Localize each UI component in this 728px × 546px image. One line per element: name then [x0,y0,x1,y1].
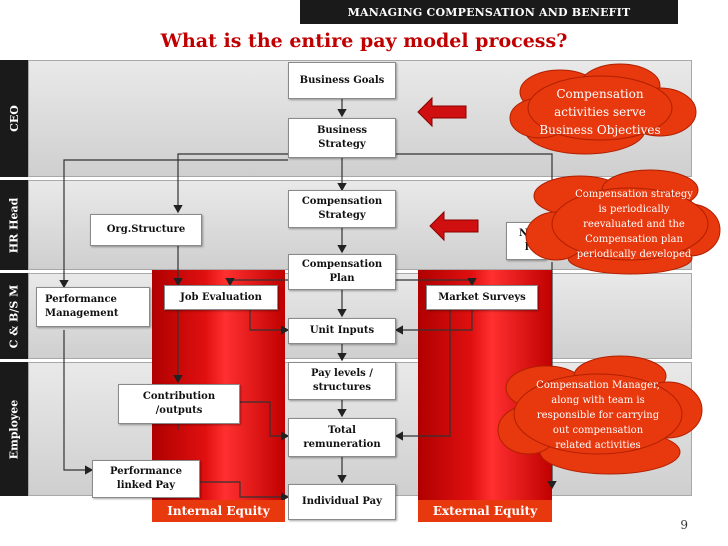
lane-label-cbsm: C & B/S M [0,273,28,359]
business-strategy-box: Business Strategy [288,118,396,158]
compensation-strategy-box: Compensation Strategy [288,190,396,228]
red-arrow-ceo [417,96,467,128]
cloud-ceo-text: Compensation activities serve Business O… [539,87,661,137]
pay-levels-box: Pay levels / structures [288,362,396,400]
performance-linked-pay-box: Performance linked Pay [92,460,200,498]
cloud-manager-shape [497,355,703,475]
arrow-jobeval-unitinputs [249,310,290,335]
job-evaluation-box: Job Evaluation [164,285,278,310]
org-structure-box: Org.Structure [90,214,202,246]
individual-pay-box: Individual Pay [288,484,396,520]
page-number: 9 [680,518,688,532]
lane-label-employee: Employee [0,362,28,496]
cloud-ceo-shape [509,63,697,155]
arrow-marketsurveys-unitinputs [394,310,473,335]
cloud-hr-text: Compensation strategy is periodically re… [575,188,693,260]
header-bar: MANAGING COMPENSATION AND BENEFIT [300,0,678,24]
arrow-plan-jobeval [225,277,288,287]
business-goals-box: Business Goals [288,62,396,99]
arrow-plan-marketsurveys [396,277,477,287]
market-surveys-box: Market Surveys [426,285,538,310]
performance-management-box: Performance Management [36,287,150,327]
arrow-strategy-orgstructure [173,153,288,214]
cloud-hr-shape [525,169,721,275]
arrow-strategy-perfmgmt [59,159,288,289]
external-equity-label: External Equity [418,500,552,522]
arrow-linkedpay-individual [200,481,290,502]
arrow-perfmgmt-linkedpay [63,330,94,475]
red-arrow-hr [429,210,479,242]
lane-label-ceo: CEO [0,60,28,177]
lane-label-hr-head: HR Head [0,180,28,270]
contribution-box: Contribution /outputs [118,384,240,424]
arrow-contribution-total [240,401,290,441]
total-remuneration-box: Total remuneration [288,418,396,457]
arrow-marketsurveys-total [394,310,451,441]
internal-equity-label: Internal Equity [152,500,285,522]
unit-inputs-box: Unit Inputs [288,318,396,344]
header-text: MANAGING COMPENSATION AND BENEFIT [347,5,631,19]
cloud-manager-text: Compensation Manager, along with team is… [536,379,660,451]
compensation-plan-box: Compensation Plan [288,254,396,290]
page-title: What is the entire pay model process? [160,30,568,52]
